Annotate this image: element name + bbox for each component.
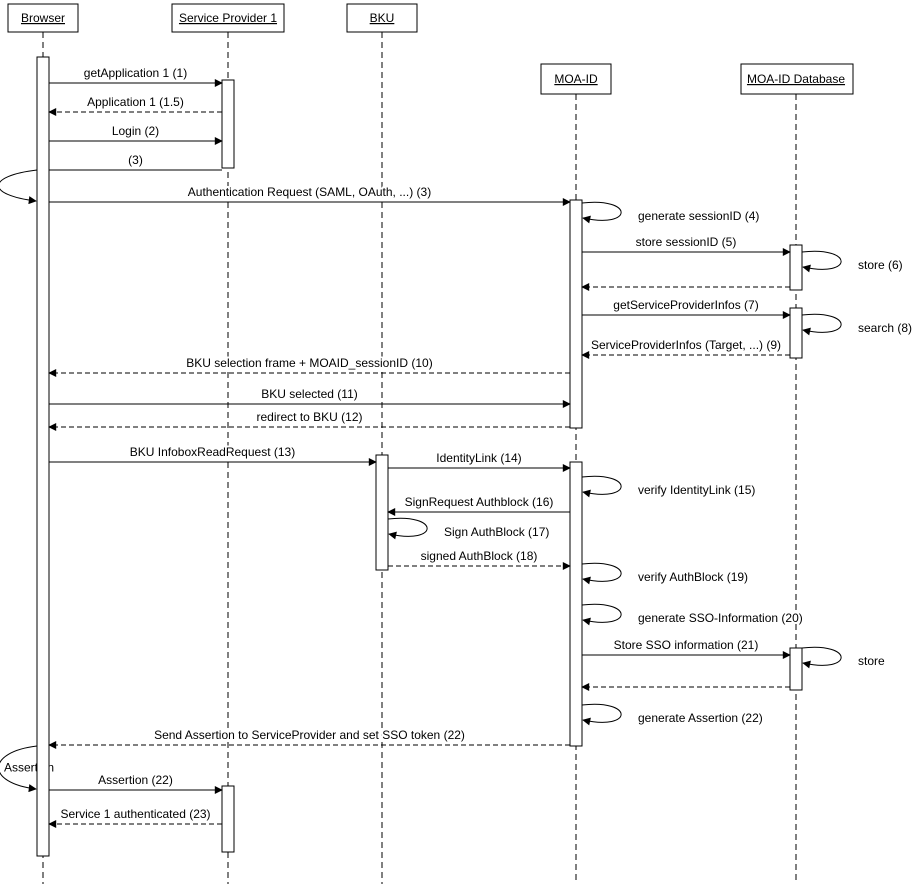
activation-bar-browser bbox=[36, 56, 50, 857]
message-label-12: BKU InfoboxReadRequest (13) bbox=[130, 445, 295, 459]
message-label-4: Authentication Request (SAML, OAuth, ...… bbox=[188, 185, 431, 199]
self-message-label-6: generate SSO-Information (20) bbox=[638, 611, 803, 625]
self-message-curve-moadb bbox=[801, 646, 842, 669]
browser-redirect-arc bbox=[0, 169, 38, 205]
message-label-13: IdentityLink (14) bbox=[436, 451, 521, 465]
self-message-curve-moaid bbox=[581, 475, 622, 498]
message-label-5: store sessionID (5) bbox=[636, 235, 737, 249]
message-label-20: Service 1 authenticated (23) bbox=[60, 807, 210, 821]
message-label-2: Login (2) bbox=[112, 124, 159, 138]
message-label-16: Store SSO information (21) bbox=[614, 638, 759, 652]
message-label-9: BKU selection frame + MOAID_sessionID (1… bbox=[186, 356, 432, 370]
actor-label-sp1: Service Provider 1 bbox=[179, 11, 277, 25]
activation-bar-sp1 bbox=[221, 785, 235, 853]
message-label-19: Assertion (22) bbox=[98, 773, 173, 787]
self-message-curve-moaid bbox=[581, 603, 622, 626]
self-message-label-0: generate sessionID (4) bbox=[638, 209, 759, 223]
self-message-curve-bku bbox=[387, 517, 428, 540]
message-label-7: getServiceProviderInfos (7) bbox=[613, 298, 758, 312]
self-message-label-2: search (8) bbox=[858, 321, 912, 335]
message-label-0: getApplication 1 (1) bbox=[84, 66, 187, 80]
activation-bar-moaid bbox=[569, 461, 583, 747]
message-label-3: (3) bbox=[128, 153, 143, 167]
actor-label-moaid: MOA-ID bbox=[554, 72, 598, 86]
activation-bar-sp1 bbox=[221, 79, 235, 169]
self-message-curve-moadb bbox=[801, 313, 842, 336]
activation-bar-moaid bbox=[569, 199, 583, 429]
self-message-curve-moaid bbox=[581, 703, 622, 726]
message-label-8: ServiceProviderInfos (Target, ...) (9) bbox=[591, 338, 781, 352]
activation-bar-bku bbox=[375, 454, 389, 571]
message-label-1: Application 1 (1.5) bbox=[87, 95, 184, 109]
message-label-15: signed AuthBlock (18) bbox=[421, 549, 538, 563]
browser-redirect-arc bbox=[0, 745, 38, 793]
actor-box-bku bbox=[346, 3, 418, 33]
activation-bar-moadb bbox=[789, 647, 803, 691]
self-message-label-4: Sign AuthBlock (17) bbox=[444, 525, 549, 539]
actor-box-browser bbox=[7, 3, 79, 33]
self-message-label-8: generate Assertion (22) bbox=[638, 711, 763, 725]
message-label-14: SignRequest Authblock (16) bbox=[405, 495, 554, 509]
actor-label-moadb: MOA-ID Database bbox=[747, 72, 845, 86]
self-message-label-3: verify IdentityLink (15) bbox=[638, 483, 755, 497]
activation-bar-moadb bbox=[789, 307, 803, 359]
self-message-curve-moaid bbox=[581, 562, 622, 585]
actor-label-browser: Browser bbox=[21, 11, 65, 25]
self-message-curve-moadb bbox=[801, 250, 842, 273]
actor-box-moaid bbox=[540, 63, 612, 95]
actor-box-sp1 bbox=[171, 3, 285, 33]
message-label-18: Send Assertion to ServiceProvider and se… bbox=[154, 728, 465, 742]
self-message-label-1: store (6) bbox=[858, 258, 903, 272]
activation-bar-moadb bbox=[789, 244, 803, 291]
self-message-label-7: store bbox=[858, 654, 885, 668]
actor-label-bku: BKU bbox=[370, 11, 395, 25]
message-label-11: redirect to BKU (12) bbox=[256, 410, 362, 424]
self-message-curve-moaid bbox=[581, 201, 622, 224]
message-label-10: BKU selected (11) bbox=[261, 387, 358, 401]
actor-box-moadb bbox=[740, 63, 854, 95]
self-message-label-5: verify AuthBlock (19) bbox=[638, 570, 748, 584]
